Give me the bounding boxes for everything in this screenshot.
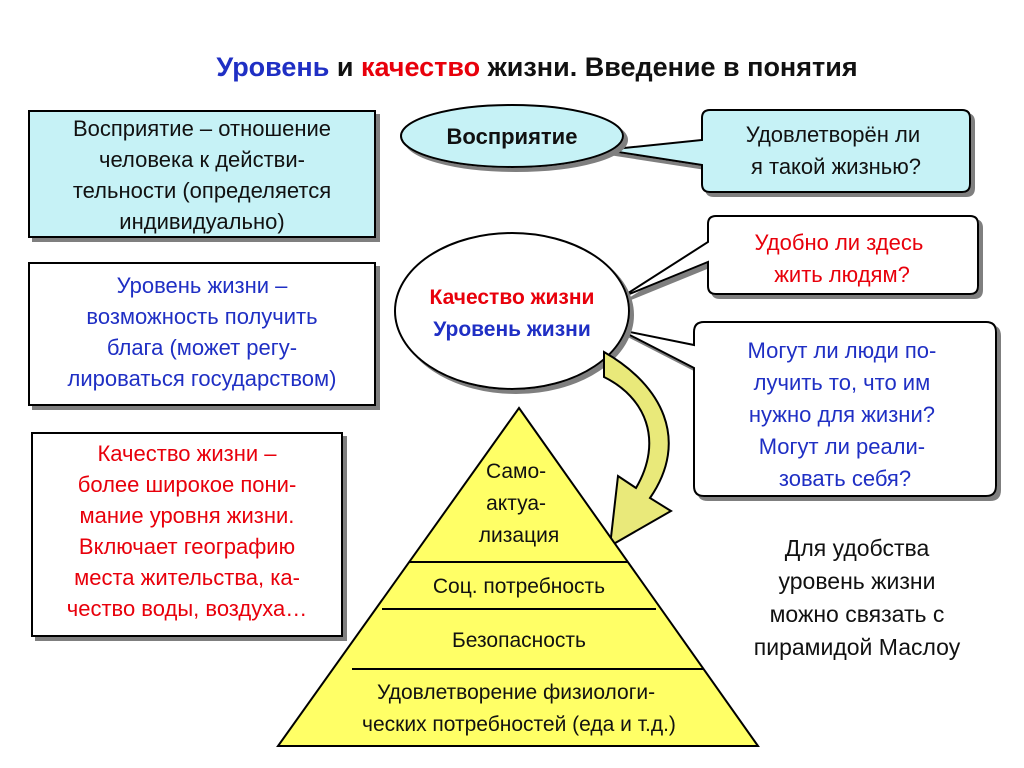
caption-line: можно связать с <box>769 601 945 627</box>
callout-needs-line: Могут ли люди по- <box>748 338 937 363</box>
level-line: возможность получить <box>86 304 318 329</box>
callout-needs <box>619 321 997 497</box>
quality-line: Включает географию <box>78 534 296 559</box>
perception-line: индивидуально) <box>119 209 285 234</box>
level-line: Уровень жизни – <box>116 273 288 298</box>
ellipse-quality-label: Качество жизни <box>430 286 595 309</box>
pyramid-level-self-actualization: Само- актуа- лизация <box>479 460 559 547</box>
curved-arrow <box>603 350 673 548</box>
ellipse-quality-level <box>394 232 630 390</box>
ellipse-level-label: Уровень жизни <box>433 318 591 341</box>
maslow-pyramid: Само- актуа- лизация Соц. потребность Бе… <box>276 406 760 747</box>
pyramid-level-line: Само- <box>486 460 546 483</box>
callout-satisfied-line: я такой жизнью? <box>751 154 921 179</box>
caption-line: Для удобства <box>784 535 930 561</box>
callout-needs-line: нужно для жизни? <box>749 402 935 427</box>
pyramid-level-line: Удовлетворение физиологи- <box>377 681 655 704</box>
callout-needs-text: Могут ли люди по- лучить то, что им нужн… <box>748 338 943 491</box>
callout-satisfied <box>604 109 971 193</box>
pyramid-level-line: ческих потребностей (еда и т.д.) <box>362 713 676 736</box>
callout-comfortable-text: Удобно ли здесь жить людям? <box>755 230 930 287</box>
title-and: и <box>329 52 361 82</box>
callout-needs-line: зовать себя? <box>779 466 911 491</box>
pyramid-level-social: Соц. потребность <box>433 575 605 598</box>
ellipse-perception-label: Восприятие <box>447 124 578 149</box>
callout-comfortable-line: жить людям? <box>774 262 910 287</box>
title-rest: жизни. Введение в понятия <box>480 52 858 82</box>
pyramid-outline <box>276 406 760 747</box>
level-line: блага (может регу- <box>106 335 298 360</box>
quality-definition-box: Качество жизни – более широкое пони- ман… <box>31 432 343 637</box>
callout-needs-line: лучить то, что им <box>754 370 931 395</box>
perception-definition-box: Восприятие – отношение человека к действ… <box>28 110 376 238</box>
quality-line: Качество жизни – <box>97 441 277 466</box>
callout-satisfied-text: Удовлетворён ли я такой жизнью? <box>746 122 927 179</box>
quality-line: чество воды, воздуха… <box>66 596 308 621</box>
maslow-caption: Для удобства уровень жизни можно связать… <box>722 532 992 664</box>
quality-line: более широкое пони- <box>77 472 297 497</box>
pyramid-level-line: лизация <box>479 524 559 547</box>
title-level: Уровень <box>216 52 330 82</box>
title-quality: качество <box>360 52 481 82</box>
ellipse-perception <box>400 104 624 168</box>
callout-comfortable <box>621 215 979 298</box>
level-definition-box: Уровень жизни – возможность получить бла… <box>28 262 376 406</box>
perception-line: Восприятие – отношение <box>72 116 332 141</box>
caption-line: уровень жизни <box>778 568 936 594</box>
level-line: лироваться государством) <box>67 366 337 391</box>
page-title: Уровень и качество жизни. Введение в пон… <box>0 52 1024 83</box>
callout-needs-line: Могут ли реали- <box>759 434 925 459</box>
pyramid-level-line: актуа- <box>486 492 546 515</box>
pyramid-level-physiological: Удовлетворение физиологи- ческих потребн… <box>362 681 676 736</box>
pyramid-level-safety: Безопасность <box>452 629 586 652</box>
callout-comfortable-line: Удобно ли здесь <box>755 230 924 255</box>
perception-line: человека к действи- <box>99 147 305 172</box>
quality-line: места жительства, ка- <box>74 565 300 590</box>
quality-line: мание уровня жизни. <box>79 503 295 528</box>
caption-line: пирамидой Маслоу <box>753 634 961 660</box>
callout-satisfied-line: Удовлетворён ли <box>746 122 920 147</box>
perception-line: тельности (определяется <box>72 178 332 203</box>
